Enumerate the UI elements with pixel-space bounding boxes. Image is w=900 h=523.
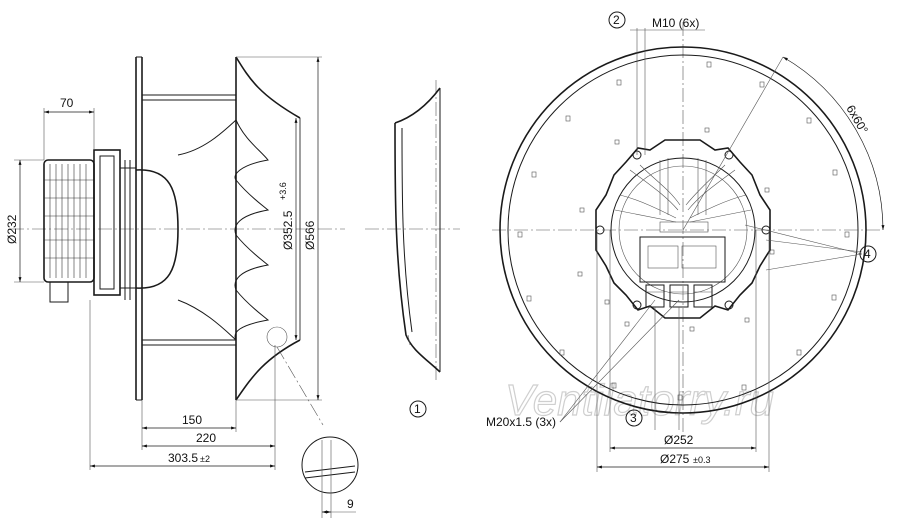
label-angle: 6x60° xyxy=(843,103,871,137)
dim-566: Ø566 xyxy=(303,220,317,250)
dim-150: 150 xyxy=(182,413,202,427)
motor-flange xyxy=(595,139,771,319)
side-view: Ø232 70 Ø352.5 +3.6 Ø566 150 220 303.5 ±… xyxy=(5,56,359,518)
support-plate xyxy=(135,56,236,401)
detail-view: 9 xyxy=(276,346,359,518)
impeller-outer-circle xyxy=(499,46,867,414)
dim-352: Ø352.5 xyxy=(281,210,295,250)
callout-1: 1 xyxy=(414,402,421,416)
dim-9: 9 xyxy=(347,497,354,511)
dim-252: Ø252 xyxy=(664,433,694,447)
dim-352-tolerance: +3.6 xyxy=(278,182,288,200)
dim-303-tolerance: ±2 xyxy=(200,454,210,464)
dim-275: Ø275 xyxy=(660,452,690,466)
detail-circle xyxy=(266,326,288,348)
dim-275-tolerance: ±0.3 xyxy=(693,455,710,465)
callout-4-circle xyxy=(859,245,877,263)
terminal-box xyxy=(639,236,726,283)
motor-housing xyxy=(43,149,179,303)
motor-fins xyxy=(44,164,94,278)
callout-4: 4 xyxy=(864,247,871,261)
bolt-holes xyxy=(595,150,771,310)
dim-232: Ø232 xyxy=(5,214,19,244)
motor-wiring xyxy=(614,158,752,223)
dim-303: 303.5 xyxy=(168,451,198,465)
dim-70: 70 xyxy=(60,96,74,110)
callout-2: 2 xyxy=(613,13,620,27)
label-m10: M10 (6x) xyxy=(652,16,699,30)
callout-1-circle xyxy=(409,400,427,418)
blade-marks xyxy=(517,61,850,401)
callout-2-circle xyxy=(608,11,626,29)
cable-gland xyxy=(49,281,69,303)
dim-220: 220 xyxy=(196,431,216,445)
callout-3: 3 xyxy=(630,411,637,425)
label-m20: M20x1.5 (3x) xyxy=(486,415,556,429)
inlet-ring-view: 1 xyxy=(365,80,460,418)
front-view: 2 M10 (6x) 6x60° 4 M20x1.5 (3x) 3 Ø252 Ø… xyxy=(486,11,885,472)
watermark-text: Ventilatorry.ru xyxy=(505,376,774,425)
callout-3-circle xyxy=(625,409,643,427)
